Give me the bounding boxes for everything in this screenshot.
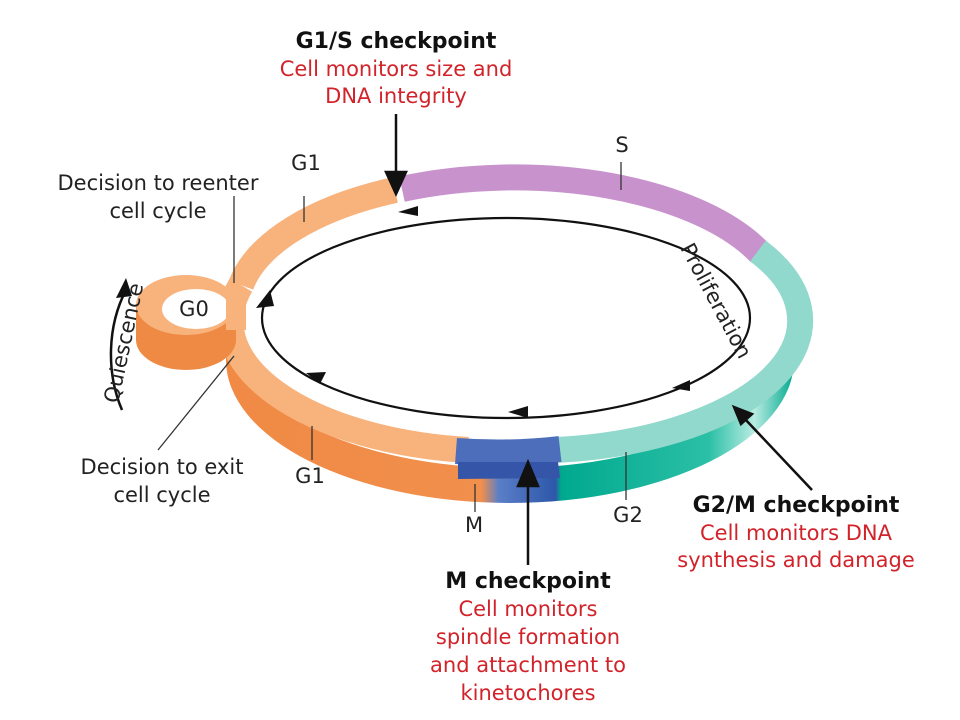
loop-arrowheads xyxy=(256,206,690,418)
proliferation-label: Proliferation xyxy=(676,239,757,362)
g2m-arrow xyxy=(743,417,813,491)
reenter-decision-2: cell cycle xyxy=(109,199,206,223)
m-desc-3: and attachment to xyxy=(430,653,626,677)
m-segment-front xyxy=(458,462,560,479)
g1s-desc-1: Cell monitors size and xyxy=(280,57,513,81)
proliferation-loop xyxy=(260,216,752,420)
g2m-desc-1: Cell monitors DNA xyxy=(700,521,893,545)
ring-top-face xyxy=(217,164,814,466)
s-segment xyxy=(399,164,770,263)
exit-decision-2: cell cycle xyxy=(113,483,210,507)
g1-bottom-label: G1 xyxy=(295,464,325,488)
g2-label: G2 xyxy=(613,503,643,527)
g0-cylinder xyxy=(136,275,236,370)
g2-segment xyxy=(555,240,814,463)
quiescence-arrowhead xyxy=(116,278,132,298)
g0-label: G0 xyxy=(179,297,209,321)
g1s-title: G1/S checkpoint xyxy=(296,29,497,54)
m-desc-2: spindle formation xyxy=(436,625,620,649)
g1-top-segment xyxy=(228,177,398,291)
m-desc-4: kinetochores xyxy=(460,681,595,705)
g1s-desc-2: DNA integrity xyxy=(325,84,467,108)
leader-lines xyxy=(157,162,627,512)
reenter-decision-1: Decision to reenter xyxy=(58,171,259,195)
g0-connector xyxy=(226,290,246,330)
m-segment xyxy=(455,436,562,466)
g1-top-label: G1 xyxy=(291,151,321,175)
g2m-desc-2: synthesis and damage xyxy=(677,548,915,572)
g2m-title: G2/M checkpoint xyxy=(693,493,900,518)
m-desc-1: Cell monitors xyxy=(458,597,597,621)
exit-decision-1: Decision to exit xyxy=(81,455,244,479)
checkpoint-arrows xyxy=(384,114,813,565)
ring-side-band xyxy=(226,325,794,503)
m-label: M xyxy=(465,513,483,537)
m-title: M checkpoint xyxy=(445,569,611,594)
s-label: S xyxy=(615,133,628,157)
quiescence-arrow xyxy=(109,289,128,411)
